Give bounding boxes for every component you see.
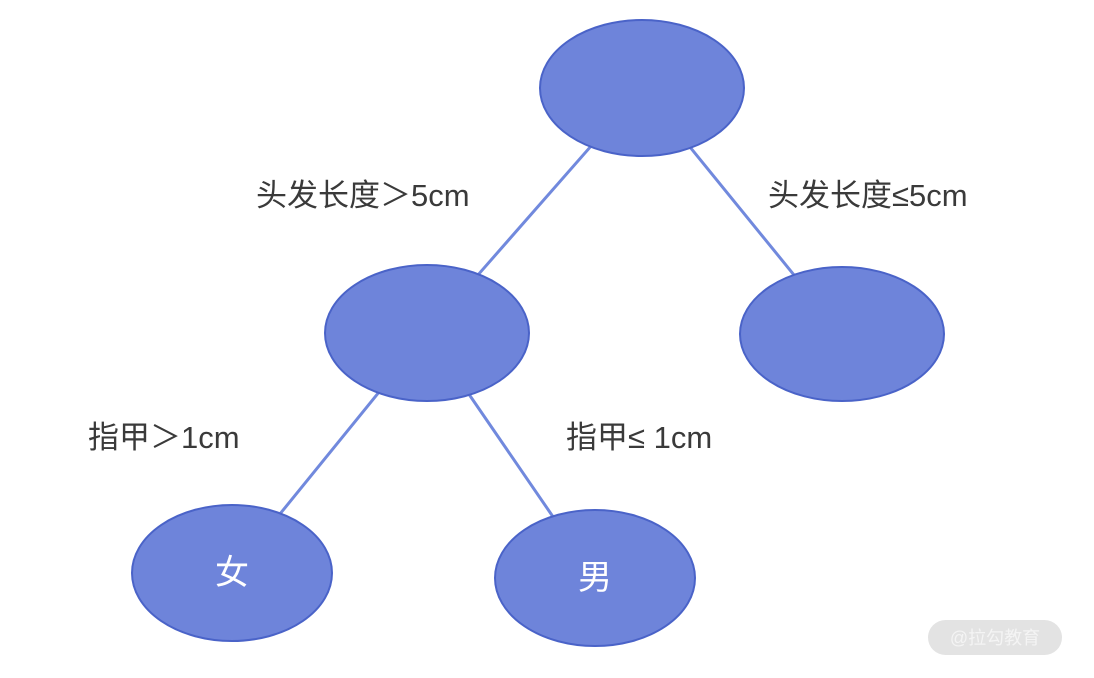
node-label-leaf-male: 男: [578, 559, 612, 597]
node-hair-long[interactable]: [324, 264, 530, 402]
nodes-group: [131, 19, 945, 647]
node-root[interactable]: [539, 19, 745, 157]
node-label-leaf-female: 女: [215, 554, 249, 592]
edge-label-root-to-right: 头发长度≤5cm: [768, 178, 968, 213]
edge-root-to-left: [477, 145, 592, 276]
edge-mid-to-female: [278, 391, 380, 515]
edge-label-root-to-left: 头发长度＞5cm: [256, 178, 470, 213]
node-leaf-male[interactable]: [494, 509, 696, 647]
edges-group: [278, 145, 796, 518]
watermark-badge: @拉勾教育: [928, 620, 1062, 655]
edge-mid-to-male: [467, 393, 555, 518]
node-leaf-female[interactable]: [131, 504, 333, 642]
node-hair-short[interactable]: [739, 266, 945, 402]
edge-root-to-right: [689, 146, 796, 277]
watermark-text: @拉勾教育: [949, 627, 1041, 648]
edge-label-mid-to-male: 指甲≤ 1cm: [566, 420, 713, 455]
edge-label-mid-to-female: 指甲＞1cm: [88, 420, 240, 455]
